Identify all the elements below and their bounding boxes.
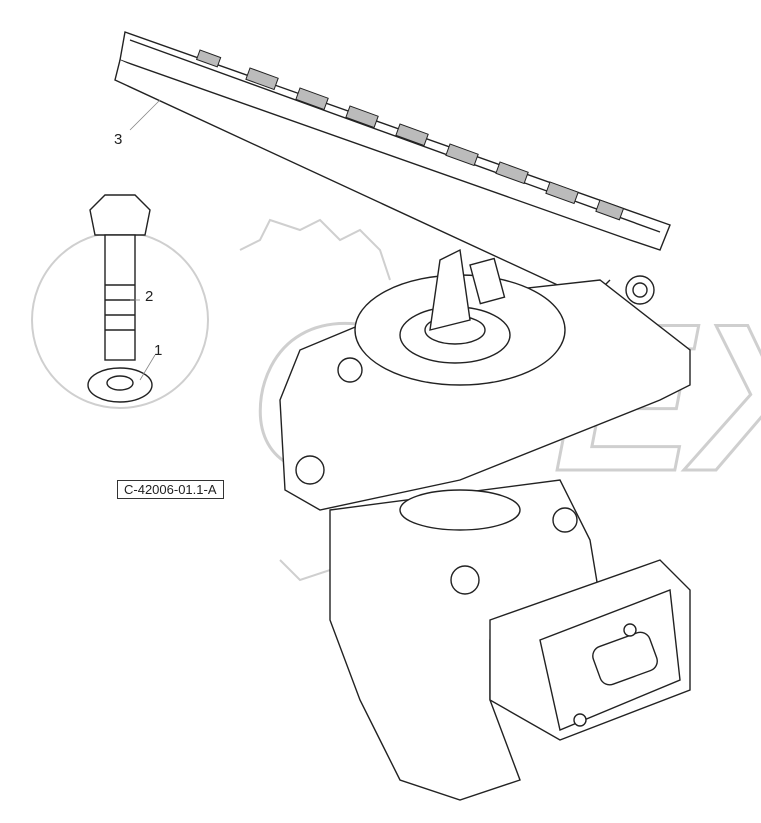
- leader-line-3: [129, 99, 161, 131]
- bolt-part-2: [89, 194, 151, 361]
- sensor-body: [329, 479, 601, 801]
- leader-line-1: [139, 354, 156, 381]
- callout-2: 2: [145, 288, 154, 305]
- callout-3: 3: [114, 131, 123, 148]
- washer-part-1: [87, 367, 153, 403]
- figure-code-label: C-42006-01.1-A: [117, 480, 224, 499]
- callout-1: 1: [154, 342, 163, 359]
- pedal-part-3: [114, 31, 671, 305]
